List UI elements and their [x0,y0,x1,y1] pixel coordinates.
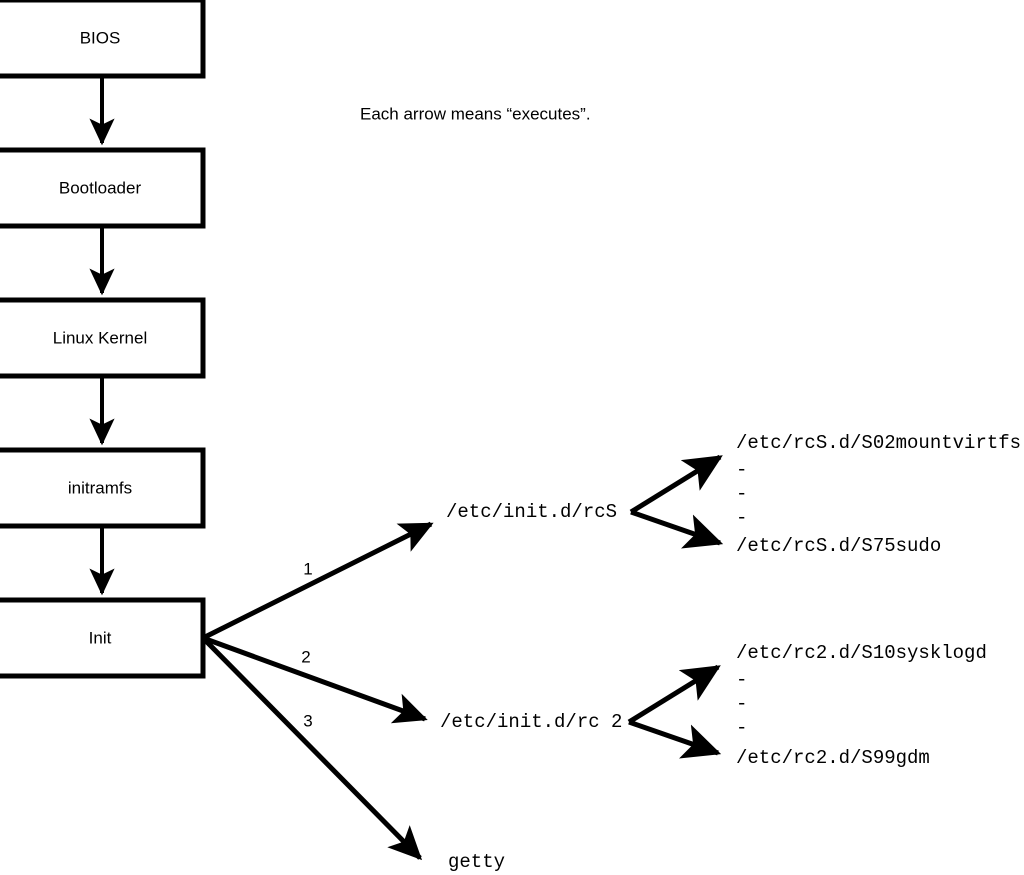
rcS-scripts-fanout: /etc/rcS.d/S02mountvirtfs /etc/rcS.d/S75… [629,432,1021,557]
init-fanout-arrows [201,521,434,861]
arrow-rc2-to-last-script [628,719,722,759]
arrow-rcS-to-last-script [630,509,724,549]
init-label: Init [89,628,112,647]
init-rect [0,597,206,679]
stage-box-init[interactable]: Init [0,597,206,679]
bios-rect [0,0,206,79]
stage-box-bios[interactable]: BIOS [0,0,206,79]
linux-kernel-rect [0,297,206,379]
linux-kernel-label: Linux Kernel [53,328,148,347]
label-etc-init-d-rcS[interactable]: /etc/init.d/rcS [446,501,617,523]
rcS-ellipsis-dash-2: - [736,483,747,505]
label-rcS-d-S02mountvirtfs[interactable]: /etc/rcS.d/S02mountvirtfs [736,432,1021,454]
arrow-rc2-to-first-script [627,664,721,725]
label-getty[interactable]: getty [448,851,505,873]
rc2-ellipsis-dash-3: - [736,717,747,739]
initramfs-rect [0,447,206,529]
label-rc2-d-S99gdm[interactable]: /etc/rc2.d/S99gdm [736,747,930,769]
stage-box-linux-kernel[interactable]: Linux Kernel [0,297,206,379]
label-rcS-d-S75sudo[interactable]: /etc/rcS.d/S75sudo [736,535,941,557]
branch-order-numbers: 1 2 3 [301,559,312,730]
initramfs-label: initramfs [68,478,132,497]
rcS-ellipsis-dash-1: - [736,459,747,481]
branch-number-3: 3 [303,711,312,730]
label-etc-init-d-rc-2[interactable]: /etc/init.d/rc 2 [440,711,622,733]
branch-target-labels: /etc/init.d/rcS /etc/init.d/rc 2 getty [440,501,622,873]
arrow-rcS-to-first-script [629,454,723,515]
stage-box-initramfs[interactable]: initramfs [0,447,206,529]
arrow-init-to-rcS [201,521,434,641]
arrow-init-to-rc2 [202,635,428,724]
bootloader-rect [0,147,206,229]
legend-note: Each arrow means “executes”. [360,104,591,123]
arrow-init-to-getty [201,636,423,861]
bios-label: BIOS [80,28,121,47]
bootloader-label: Bootloader [59,178,142,197]
label-rc2-d-S10sysklogd[interactable]: /etc/rc2.d/S10sysklogd [736,642,987,664]
rc2-ellipsis-dash-1: - [736,669,747,691]
branch-number-1: 1 [303,559,312,578]
branch-number-2: 2 [301,647,310,666]
rcS-ellipsis-dash-3: - [736,507,747,529]
stage-box-bootloader[interactable]: Bootloader [0,147,206,229]
rc2-ellipsis-dash-2: - [736,693,747,715]
stage-boxes: BIOS Bootloader Linux Kernel initramfs I… [0,0,206,679]
rc2-scripts-fanout: /etc/rc2.d/S10sysklogd /etc/rc2.d/S99gdm… [627,642,987,769]
